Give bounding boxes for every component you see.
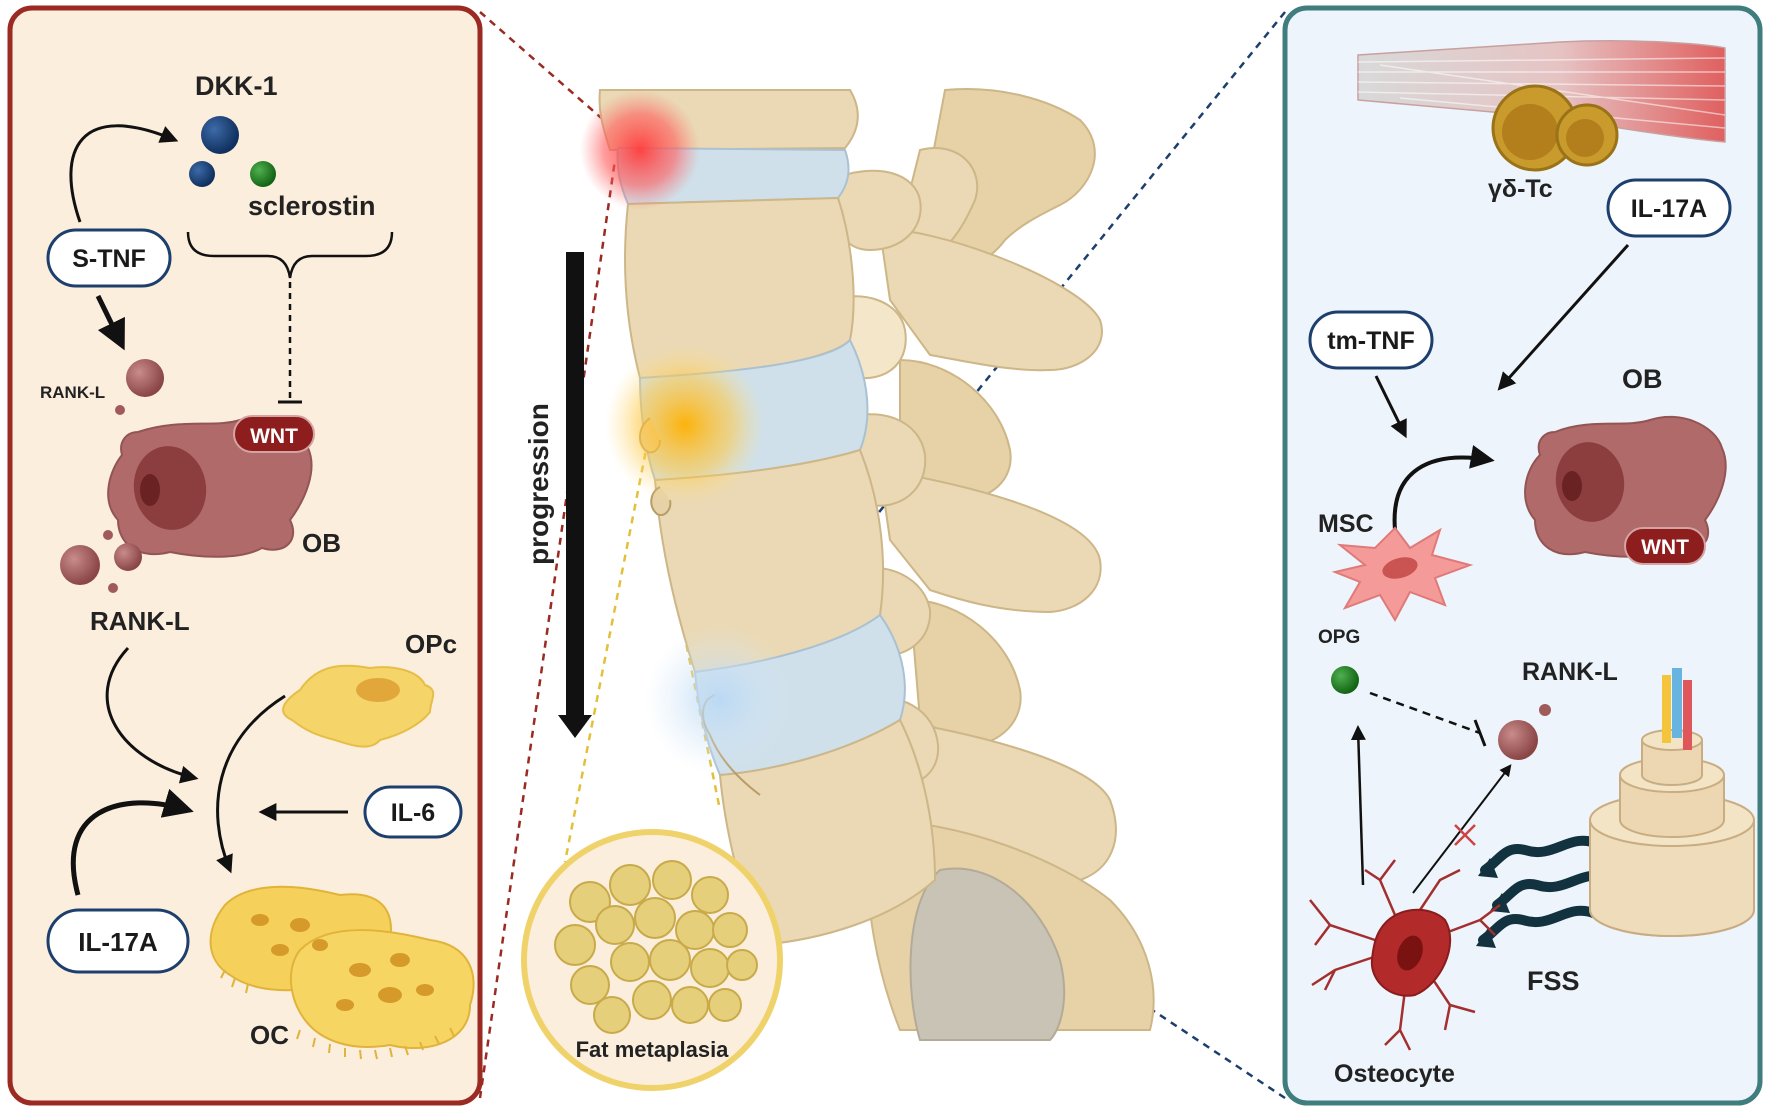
adipocyte-cluster — [554, 860, 758, 1034]
osteoblast-right-nucleus — [1555, 442, 1625, 522]
tm-tnf-pill — [1308, 310, 1434, 370]
rankl-right-molecule — [1498, 720, 1538, 760]
stnf-pill — [46, 228, 172, 288]
osteocyte-to-opg-arrow — [1350, 725, 1366, 886]
rankl-molecule-1 — [60, 545, 100, 585]
inhibitor-brace — [186, 231, 394, 279]
rankl-molecule-2 — [114, 543, 142, 571]
il17a-right-label: IL-17A — [1631, 195, 1707, 223]
rankl-left-label: RANK-L — [90, 606, 190, 636]
osteocyte-nucleus — [1397, 935, 1423, 971]
gd-tc-label: γδ-Tc — [1488, 175, 1553, 203]
rankl-small-label: RANK-L — [40, 383, 105, 402]
sclerostin-label: sclerostin — [248, 191, 376, 221]
left-zoom-line-top — [479, 11, 616, 131]
rankl-molecule-top — [126, 359, 164, 397]
fat-zoom-line-left — [563, 439, 650, 863]
opc-to-oc-arrow — [216, 694, 286, 874]
fss-arrowhead-1 — [1478, 858, 1498, 878]
msc-nucleus — [1382, 557, 1418, 579]
gd-tcell-large-nucleus — [1502, 104, 1558, 160]
opg-molecule — [1331, 666, 1359, 694]
inflammation-glow-blue — [645, 625, 795, 775]
opg-inhibits-rankl — [1369, 691, 1481, 735]
inflammation-glow-yellow — [605, 345, 765, 505]
tm-tnf-label: tm-TNF — [1327, 327, 1414, 355]
rankl-molecule-dot — [115, 405, 125, 415]
dkk1-molecule-small — [189, 161, 215, 187]
progression-arrowhead — [558, 715, 592, 738]
left-zoom-line-bottom — [478, 159, 617, 1099]
il17a-right-pill — [1606, 178, 1732, 238]
right-panel: γδ-Tc IL-17A tm-TNF OB WNT MSC OPG RANK-… — [1282, 5, 1763, 1106]
opg-label: OPG — [1318, 627, 1360, 648]
sclerostin-molecule — [250, 161, 276, 187]
rankl-right-label: RANK-L — [1522, 658, 1618, 686]
osteocyte-label: Osteocyte — [1334, 1060, 1455, 1088]
ob-left-label: OB — [302, 528, 341, 558]
il6-pill — [363, 785, 463, 839]
dkk1-molecule-large — [201, 116, 239, 154]
wnt-right-label: WNT — [1641, 536, 1689, 559]
bone-osteon-illustration — [1589, 668, 1755, 937]
rankl-molecule-3 — [103, 530, 113, 540]
inflammation-glow-red — [580, 90, 700, 210]
stnf-to-rankl-arrow — [95, 294, 125, 351]
osteoblast-nucleolus — [140, 474, 160, 506]
wnt-left-label: WNT — [250, 425, 298, 448]
center-spine-area: progression Fat metaplasia — [478, 11, 1286, 1100]
dkk1-label: DKK-1 — [195, 71, 278, 101]
osteoblast-nucleus — [133, 446, 207, 530]
rankl-molecule-4 — [108, 583, 118, 593]
osteocyte-cell — [1309, 859, 1501, 1051]
il17a-to-oc-arrow — [70, 788, 194, 896]
wnt-pill-left — [233, 415, 315, 453]
opc-nucleus — [356, 678, 400, 702]
stnf-to-dkk1-arrow — [69, 124, 179, 223]
fss-arrowhead-3 — [1476, 928, 1496, 948]
tm-tnf-to-msc-arrow — [1374, 375, 1407, 439]
stnf-label: S-TNF — [72, 245, 146, 273]
msc-label: MSC — [1318, 510, 1374, 538]
il17a-to-ob-arrow — [1497, 243, 1630, 391]
il17a-left-pill — [46, 908, 190, 974]
rankl-right-dot — [1539, 704, 1551, 716]
blocked-mark — [1454, 824, 1476, 846]
msc-to-ob-arrow — [1392, 445, 1495, 531]
rankl-to-oc-arrow — [105, 646, 199, 784]
ob-right-label: OB — [1622, 364, 1663, 394]
opc-label: OPc — [405, 629, 457, 659]
fss-label: FSS — [1527, 966, 1580, 996]
gd-tcell-small-nucleus — [1566, 119, 1604, 157]
left-panel: DKK-1 sclerostin S-TNF RANK-L OB WNT — [7, 5, 483, 1106]
il17a-left-label: IL-17A — [78, 927, 158, 957]
oc-label: OC — [250, 1020, 289, 1050]
osteoblast-right-nucleolus — [1562, 471, 1582, 501]
fat-metaplasia-label: Fat metaplasia — [576, 1037, 730, 1062]
osteocyte-to-rankl-arrow — [1412, 764, 1512, 894]
il6-label: IL-6 — [391, 799, 435, 827]
progression-label: progression — [523, 403, 554, 565]
osteoclast-cells — [209, 885, 475, 1060]
opg-inhibition-tbar — [1473, 719, 1487, 747]
wnt-pill-right — [1624, 527, 1706, 565]
